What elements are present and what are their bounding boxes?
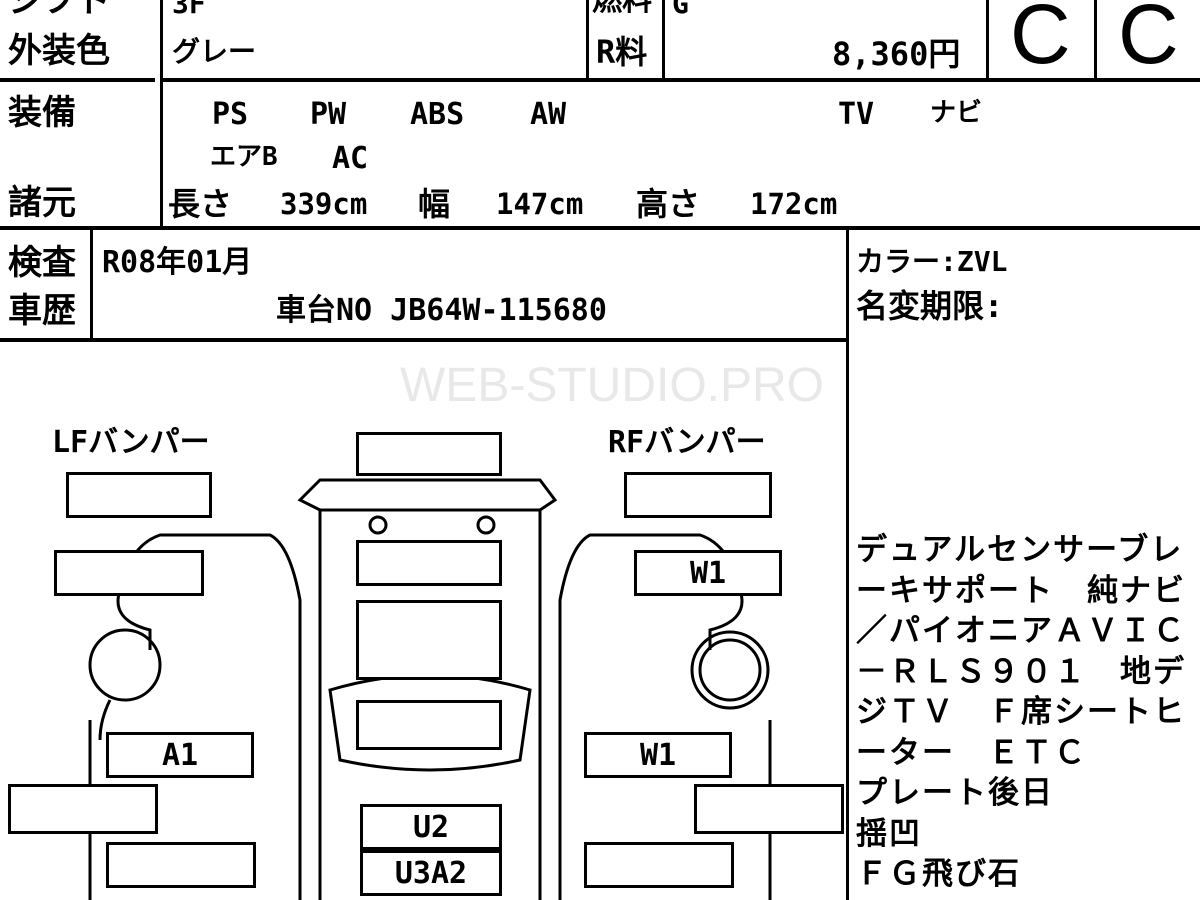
divider [0, 226, 1200, 230]
equipment-item: AW [530, 97, 567, 132]
divider [1094, 0, 1097, 80]
rf-fender-box: W1 [634, 550, 782, 596]
roof-box [356, 600, 502, 680]
notes-line: ＦＧ飛び石 [856, 856, 1021, 892]
equipment-item: PW [310, 97, 347, 132]
divider [162, 78, 1200, 82]
front-panel-box [356, 432, 502, 476]
height-label: 高さ [636, 185, 701, 223]
notes-line: プレート後日 [856, 775, 1054, 811]
equipment-item: エアB [210, 142, 278, 172]
rf-bumper-label: RFバンパー [608, 425, 766, 460]
divider [846, 228, 849, 900]
length-label: 長さ [168, 185, 233, 223]
notes: デュアルセンサーブレーキサポート 純ナビ／パイオニアＡＶＩＣ－ＲＬＳ９０１ 地デ… [856, 530, 1196, 895]
back-door-mark: U2 [412, 809, 450, 845]
rear-bumper-mark: U3A2 [394, 855, 468, 891]
lf-door-mark: A1 [161, 737, 199, 773]
divider [0, 338, 848, 342]
inspection-label: 検査 [8, 243, 76, 283]
hood-box [356, 540, 502, 586]
color-code: カラー:ZVL [856, 245, 1008, 278]
height-value: 172cm [750, 187, 838, 221]
rf-bumper-box [624, 472, 772, 518]
recycle-label: R料 [596, 33, 648, 71]
notes-equipment: デュアルセンサーブレーキサポート 純ナビ／パイオニアＡＶＩＣ－ＲＬＳ９０１ 地デ… [856, 532, 1186, 771]
rr-quarter-box [584, 842, 734, 888]
equipment-item: AC [332, 141, 369, 176]
rear-glass-box [356, 700, 502, 750]
watermark: WEB-STUDIO.PRO [400, 359, 825, 412]
grade-exterior: C [1118, 0, 1179, 81]
equipment-label: 装備 [8, 93, 76, 133]
lr-door-box [8, 784, 158, 834]
equipment-item: TV [838, 97, 875, 132]
fuel-label: 燃料 [592, 0, 652, 18]
width-label: 幅 [418, 185, 451, 223]
equipment-item: ABS [410, 97, 465, 132]
grade-interior: C [1010, 0, 1071, 81]
history-label: 車歴 [8, 291, 76, 331]
divider [662, 0, 665, 78]
shift-label: シフト [8, 0, 110, 21]
shift-value: 3F [172, 0, 206, 20]
specs-label: 諸元 [8, 183, 76, 223]
color-value: グレー [172, 35, 257, 68]
rear-bumper-box: U3A2 [360, 850, 502, 896]
rf-door-box: W1 [584, 732, 732, 778]
lr-quarter-box [106, 842, 256, 888]
color-label: 外装色 [8, 31, 110, 71]
back-door-box: U2 [360, 804, 502, 850]
lf-bumper-box [66, 472, 212, 518]
lf-bumper-label: LFバンパー [52, 425, 210, 460]
divider [160, 0, 163, 228]
chassis-number: 車台NO JB64W-115680 [276, 293, 607, 328]
width-value: 147cm [496, 187, 584, 221]
divider [586, 0, 589, 78]
rf-fender-mark: W1 [689, 555, 727, 591]
name-change-deadline: 名変期限: [856, 287, 1004, 325]
inspection-value: R08年01月 [102, 245, 253, 280]
rr-door-box [694, 784, 844, 834]
lf-fender-box [54, 550, 204, 596]
recycle-value: 8,360円 [832, 35, 961, 73]
length-value: 339cm [280, 187, 368, 221]
divider [0, 78, 155, 82]
divider [986, 0, 989, 80]
divider [90, 228, 93, 340]
rf-door-mark: W1 [639, 737, 677, 773]
fuel-value: G [672, 0, 689, 20]
equipment-item: ナビ [930, 98, 983, 128]
lf-door-box: A1 [106, 732, 254, 778]
equipment-item: PS [212, 97, 249, 132]
notes-line: 揺凹 [856, 815, 922, 852]
